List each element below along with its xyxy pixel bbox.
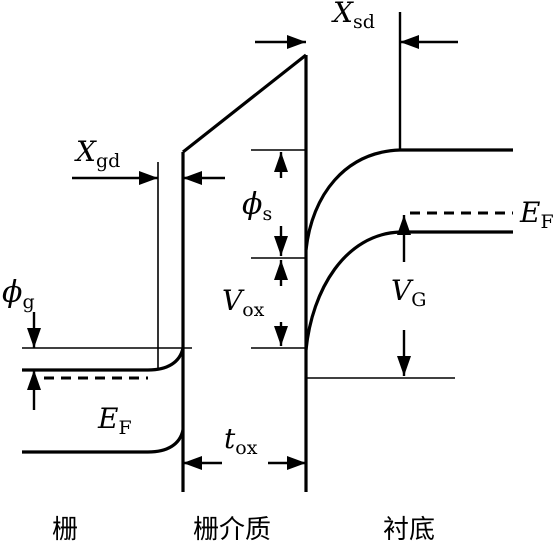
substrate-valence-band [304,230,513,351]
label-v-g: VG [391,274,426,311]
vox-dimension [274,260,288,346]
dielectric-conduction-band [182,53,307,154]
label-x-sd: Xsd [331,0,375,33]
region-gate-dielectric: 栅介质 [193,515,271,545]
label-e-f-left: EF [97,402,132,439]
phi-s-dimension [274,152,288,256]
label-e-f-right: EF [519,196,554,233]
label-v-ox: Vox [222,284,265,321]
label-t-ox: tox [224,422,258,459]
label-phi-s: ϕs [242,187,272,225]
xgd-dimension [72,171,225,185]
vg-dimension [397,215,411,376]
label-x-gd: Xgd [74,135,120,172]
region-gate: 栅 [52,515,78,545]
region-substrate: 衬底 [383,515,435,545]
xsd-dimension [255,35,458,49]
gate-conduction-band [22,347,185,372]
phi-g-dimension [27,312,41,410]
gate-valence-band [22,429,185,454]
label-phi-g: ϕg [2,275,35,313]
substrate-conduction-band [304,148,513,251]
tox-dimension [183,456,306,470]
